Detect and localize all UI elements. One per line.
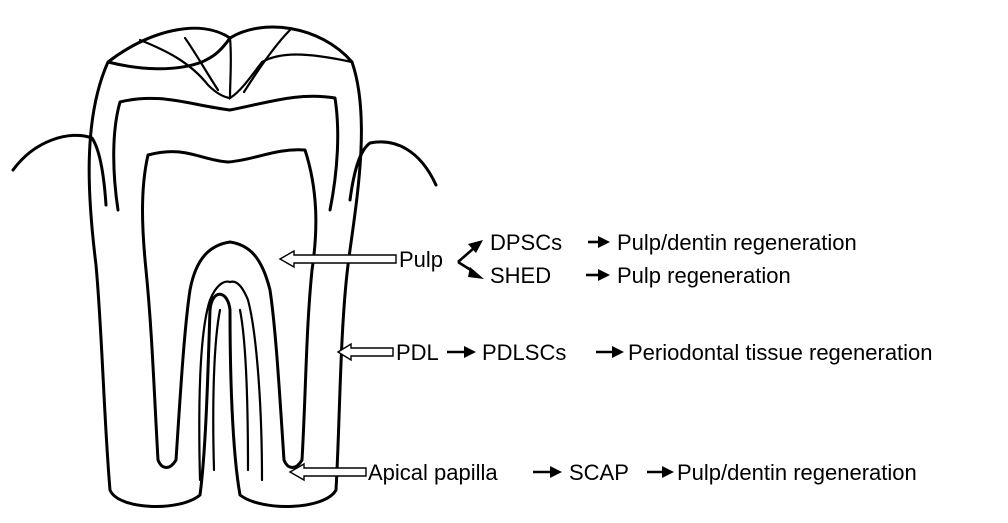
enamel-dentin-line (114, 96, 338, 210)
dpscs-outcome: Pulp/dentin regeneration (617, 230, 857, 255)
pulp-pointer-arrow (280, 251, 396, 267)
pdl-pointer-arrow (338, 344, 393, 360)
shed-label: SHED (490, 263, 551, 288)
crown-fissure-4 (244, 30, 290, 92)
dpscs-arrow (588, 236, 610, 248)
pdlscs-arrow (596, 346, 624, 358)
gingiva-left (13, 135, 106, 205)
pulp-label: Pulp (399, 247, 443, 272)
root-canal-inner-right (240, 310, 248, 470)
scap-outcome: Pulp/dentin regeneration (677, 460, 917, 485)
gingiva-right (350, 142, 436, 200)
scap-arrow (647, 466, 674, 478)
scap-label: SCAP (569, 460, 629, 485)
root-canal-inner-left (213, 310, 220, 470)
pulp-to-shed-arrow (458, 262, 484, 279)
apical-label: Apical papilla (368, 460, 498, 485)
apical-arrow (533, 466, 562, 478)
pulp-to-dpscs-arrow (458, 240, 483, 262)
crown-fissure-3 (185, 38, 218, 90)
apical-pointer-arrow (290, 464, 366, 480)
dpscs-label: DPSCs (490, 230, 562, 255)
shed-arrow (586, 269, 610, 281)
pdlscs-label: PDLSCs (482, 340, 566, 365)
pdl-arrow (447, 346, 476, 358)
pdlscs-outcome: Periodontal tissue regeneration (628, 340, 933, 365)
shed-outcome: Pulp regeneration (617, 263, 791, 288)
pdl-label: PDL (396, 340, 439, 365)
